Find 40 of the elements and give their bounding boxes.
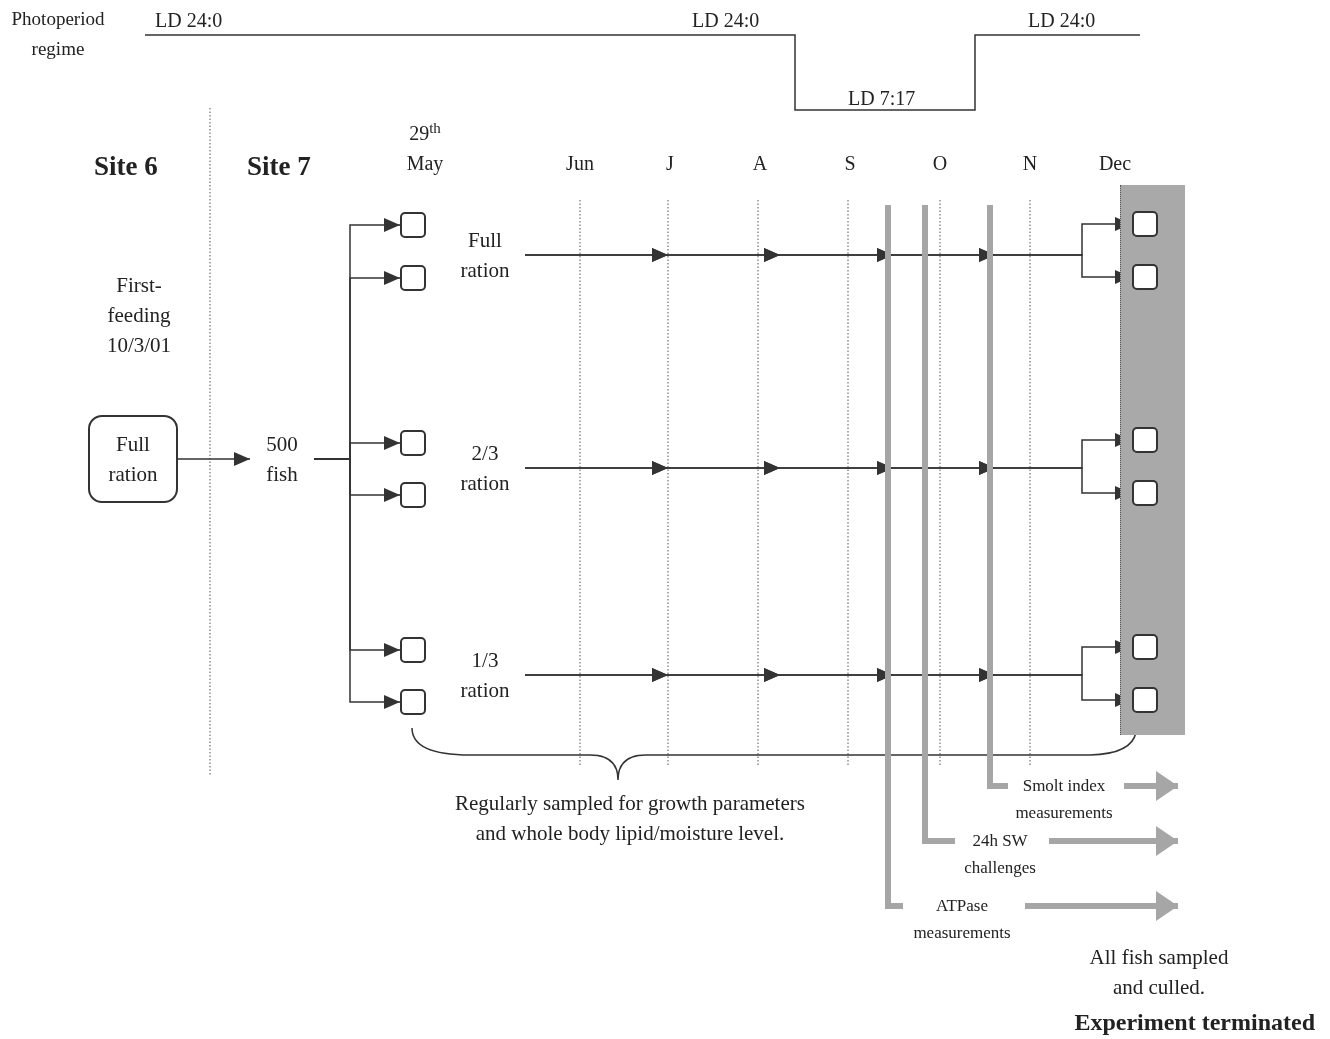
node-label: 1/3 ration: [445, 645, 525, 705]
tank-box: [400, 430, 426, 456]
tank-box: [400, 212, 426, 238]
text-label: A: [751, 151, 769, 176]
tank-box: [1132, 427, 1158, 453]
text-label: Site 6: [94, 150, 159, 183]
tank-box: [1132, 687, 1158, 713]
text-label: LD 24:0: [692, 8, 761, 33]
text-label: LD 24:0: [155, 8, 224, 33]
node-label: 2/3 ration: [445, 438, 525, 498]
text-label: N: [1021, 151, 1039, 176]
text-label: Photoperiod regime: [10, 7, 106, 61]
sampling-band: [1120, 185, 1185, 735]
tank-box: [1132, 211, 1158, 237]
tank-box: [400, 265, 426, 291]
process-box: Full ration: [88, 415, 178, 503]
tank-box: [1132, 264, 1158, 290]
text-label: Jun: [565, 151, 595, 176]
text-label: Regularly sampled for growth parameters and whole body lipid/moisture level.: [454, 790, 806, 847]
node-label: Full ration: [445, 225, 525, 285]
tank-box: [400, 689, 426, 715]
text-label: Site 7: [247, 150, 312, 183]
text-label: LD 24:0: [1028, 8, 1097, 33]
text-label: S: [843, 151, 857, 176]
tank-box: [1132, 480, 1158, 506]
text-label: All fish sampled and culled.: [1088, 944, 1230, 1001]
tank-box: [400, 637, 426, 663]
text-label: 29$^{th}$ May: [405, 118, 445, 177]
text-label: LD 7:17: [848, 86, 917, 111]
tank-box: [1132, 634, 1158, 660]
text-label: Experiment terminated: [1073, 1008, 1315, 1037]
node-label: 24h SW challenges: [955, 827, 1045, 881]
text-label: Dec: [1097, 151, 1133, 176]
node-label: Smolt index measurements: [1008, 772, 1120, 826]
text-label: O: [931, 151, 949, 176]
text-label: First-feeding 10/3/01: [105, 272, 173, 359]
node-label: ATPase measurements: [903, 892, 1021, 946]
tank-box: [400, 482, 426, 508]
text-label: J: [665, 151, 675, 176]
node-label: 500 fish: [250, 427, 314, 491]
